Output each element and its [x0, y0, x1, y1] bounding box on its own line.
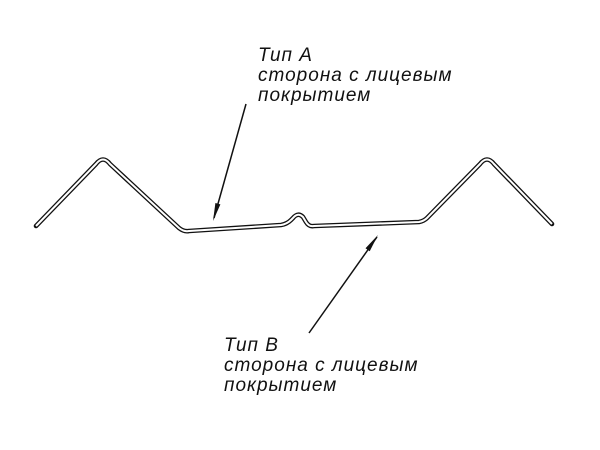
label-type-b-line2: покрытием [224, 375, 338, 396]
leader-arrow-a-icon [213, 203, 221, 221]
label-type-b: Тип В сторона с лицевым покрытием [224, 336, 419, 396]
label-type-a-title: Тип А [258, 45, 313, 66]
label-type-a-line2: покрытием [258, 85, 372, 106]
label-type-b-line1: сторона с лицевым [224, 355, 419, 376]
label-type-a: Тип А сторона с лицевым покрытием [258, 46, 453, 106]
sheet-profile-inner-gap [35, 158, 553, 233]
leader-line-a [213, 103, 247, 219]
label-type-a-line1: сторона с лицевым [258, 65, 453, 86]
label-type-b-title: Тип В [224, 335, 279, 356]
leader-arrow-b-icon [365, 235, 378, 252]
leader-line-b [308, 236, 378, 334]
